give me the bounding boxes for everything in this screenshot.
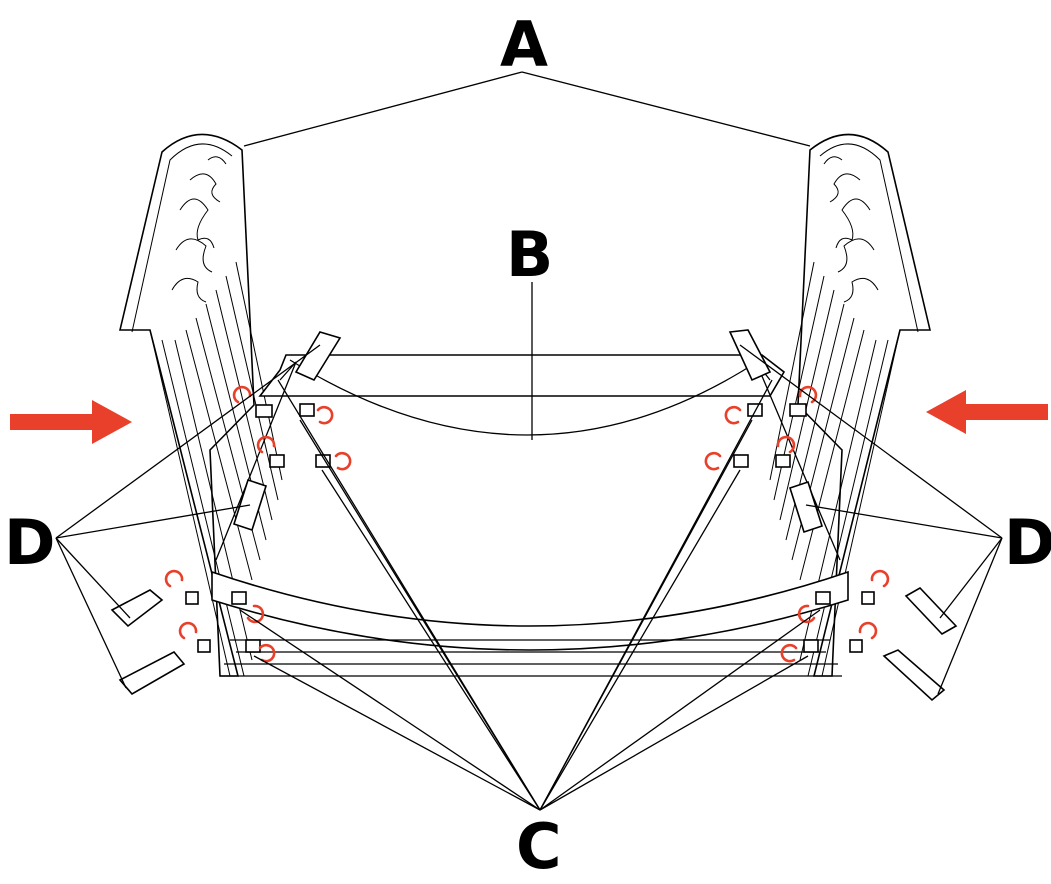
lower-shelf (211, 570, 849, 677)
right-brackets (728, 329, 958, 702)
leader-lines-a (243, 71, 811, 147)
label-d-right: D (1004, 506, 1051, 579)
rotate-arrow-icon (164, 385, 890, 663)
label-b: B (506, 218, 553, 291)
leader-lines-d-left (55, 344, 321, 689)
label-c: C (516, 810, 562, 883)
label-d-left: D (4, 506, 55, 579)
leader-lines-c (239, 379, 821, 811)
leader-lines-d-right (739, 344, 1003, 695)
label-a: A (500, 8, 548, 81)
arrow-right-icon (10, 400, 132, 444)
upper-shelf (215, 354, 841, 561)
left-side-panel (118, 133, 283, 677)
arrow-left-icon (926, 390, 1048, 434)
